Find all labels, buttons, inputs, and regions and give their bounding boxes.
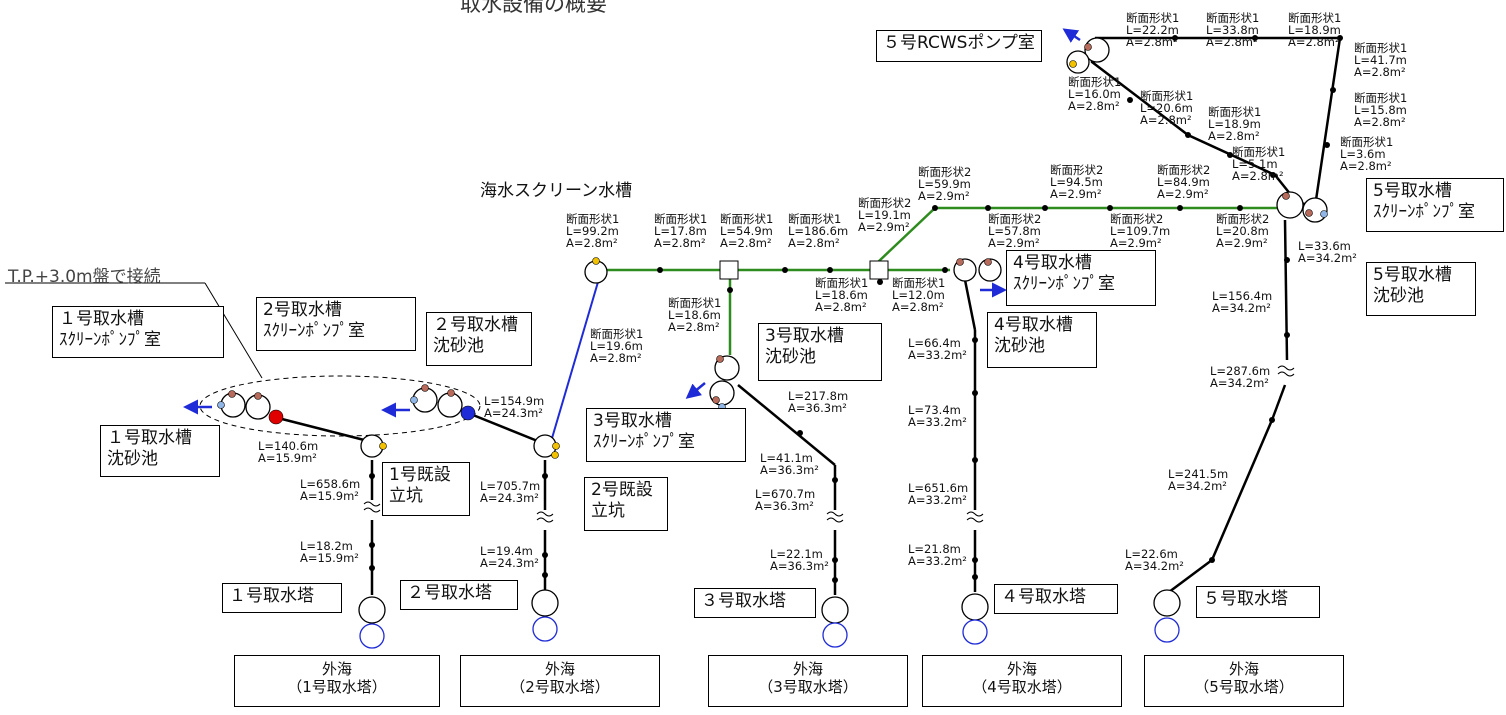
- pipe-label-sw-2: 断面形状1 L=17.8m A=2.8m²: [654, 212, 708, 250]
- tp-connection-ellipse: [199, 375, 481, 437]
- unit5-pipeline: [1164, 219, 1289, 597]
- unit1-intake-tower: １号取水塔: [222, 583, 342, 613]
- colored-nodes: [217, 43, 1328, 459]
- pipe-label-rc-3: 断面形状1 L=18.9m A=2.8m²: [1288, 11, 1342, 49]
- seawater-screen-label: 海水スクリーン水槽: [480, 181, 633, 201]
- pipe-label-u3-a: L=217.8m A=36.3m²: [788, 389, 849, 415]
- pipe-label-u1-c: L=18.2m A=15.9m²: [300, 539, 359, 565]
- unit2-pipeline: [467, 411, 547, 590]
- pipe-label-sw-3: 断面形状1 L=54.9m A=2.8m²: [720, 212, 774, 250]
- unit3-sand-basin: 3号取水槽 沈砂池: [758, 323, 882, 381]
- ocean-unit3: 外海 （3号取水塔）: [708, 655, 908, 707]
- pipe-label-sw-6: 断面形状1 L=18.6m A=2.8m²: [815, 276, 869, 314]
- pipe-label-sw-5: 断面形状1 L=18.6m A=2.8m²: [668, 296, 722, 334]
- flow-arrows: [183, 28, 1081, 418]
- unit4-screen-pump-room: 4号取水槽 ｽｸﾘｰﾝﾎﾟﾝﾌﾟ室: [1006, 250, 1156, 306]
- unit3-screen-pump-room: 3号取水槽 ｽｸﾘｰﾝﾎﾟﾝﾌﾟ室: [586, 408, 746, 462]
- pipe-label-u5-e: L=22.6m A=34.2m²: [1125, 547, 1184, 573]
- break-marks: [363, 365, 1295, 523]
- pipe-label-sw-14: 断面形状2 L=20.8m A=2.9m²: [1216, 212, 1270, 250]
- pipe-label-sw-12: 断面形状2 L=109.7m A=2.9m²: [1110, 212, 1171, 250]
- pipe-label-blue-1: 断面形状1 L=19.6m A=2.8m²: [590, 327, 644, 365]
- pipe-label-rc-8: 断面形状1 L=20.6m A=2.8m²: [1140, 89, 1194, 127]
- pipe-label-rc-1: 断面形状1 L=22.2m A=2.8m²: [1126, 11, 1180, 49]
- pipe-label-u5-a: L=33.6m A=34.2m²: [1298, 239, 1357, 265]
- unit2-sand-basin: ２号取水槽 沈砂池: [426, 312, 532, 366]
- page-title: 取水設備の概要: [460, 0, 607, 16]
- pipe-label-sw-9: 断面形状2 L=59.9m A=2.9m²: [918, 165, 972, 203]
- pipe-label-rc-9: 断面形状1 L=18.9m A=2.8m²: [1208, 105, 1262, 143]
- pipe-label-u2-c: L=19.4m A=24.3m²: [480, 544, 539, 570]
- pipe-label-sw-13: 断面形状2 L=84.9m A=2.9m²: [1157, 163, 1211, 201]
- pipe-label-u5-b: L=156.4m A=34.2m²: [1212, 289, 1273, 315]
- unit1-pipeline: [277, 416, 374, 595]
- pipe-label-rc-6: 断面形状1 L=3.6m A=2.8m²: [1340, 135, 1394, 173]
- pipe-label-u3-b: L=41.1m A=36.3m²: [760, 451, 819, 477]
- pipe-label-u3-c: L=670.7m A=36.3m²: [755, 487, 816, 513]
- pipe-label-u1-b: L=658.6m A=15.9m²: [300, 477, 361, 503]
- junction-box: [869, 260, 889, 280]
- unit4-intake-tower: ４号取水塔: [994, 584, 1118, 614]
- pipe-label-u1-a: L=140.6m A=15.9m²: [258, 439, 319, 465]
- pipe-label-u4-d: L=21.8m A=33.2m²: [908, 542, 967, 568]
- ocean-unit1: 外海 （1号取水塔）: [234, 655, 440, 707]
- pipe-label-sw-7: 断面形状1 L=12.0m A=2.8m²: [892, 276, 946, 314]
- pipe-label-rc-4: 断面形状1 L=41.7m A=2.8m²: [1354, 41, 1408, 79]
- unit2-existing-shaft: 2号既設 立坑: [584, 477, 668, 531]
- pipe-label-sw-11: 断面形状2 L=94.5m A=2.9m²: [1050, 163, 1104, 201]
- pipe-label-u3-d: L=22.1m A=36.3m²: [770, 547, 829, 573]
- pipe-label-rc-7: 断面形状1 L=16.0m A=2.8m²: [1068, 75, 1122, 113]
- unit2-intake-tower: ２号取水塔: [400, 580, 518, 610]
- pipe-label-rc-2: 断面形状1 L=33.8m A=2.8m²: [1206, 11, 1260, 49]
- tp-note-leader: [204, 282, 263, 379]
- pipe-label-sw-1: 断面形状1 L=99.2m A=2.8m²: [566, 212, 620, 250]
- unit1-screen-pump-room: １号取水槽 ｽｸﾘｰﾝﾎﾟﾝﾌﾟ室: [52, 306, 224, 358]
- pipe-label-u4-c: L=651.6m A=33.2m²: [908, 481, 969, 507]
- pipe-label-u2-b: L=705.7m A=24.3m²: [480, 479, 541, 505]
- unit5-rcws-pump-room: ５号RCWSポンプ室: [876, 30, 1042, 62]
- pipe-label-u4-a: L=66.4m A=33.2m²: [908, 336, 967, 362]
- unit1-existing-shaft: 1号既設 立坑: [382, 462, 470, 516]
- pipe-label-u4-b: L=73.4m A=33.2m²: [908, 403, 967, 429]
- unit3-intake-tower: ３号取水塔: [694, 588, 816, 618]
- unit5-sand-basin: 5号取水槽 沈砂池: [1366, 262, 1476, 316]
- ocean-unit5: 外海 （5号取水塔）: [1144, 655, 1344, 707]
- pipe-label-u5-d: L=241.5m A=34.2m²: [1168, 467, 1229, 493]
- pipe-label-sw-8: 断面形状2 L=19.1m A=2.9m²: [858, 196, 912, 234]
- ocean-unit4: 外海 （4号取水塔）: [922, 655, 1122, 707]
- pipe-label-sw-10: 断面形状2 L=57.8m A=2.9m²: [988, 212, 1042, 250]
- pipe-label-u2-a: L=154.9m A=24.3m²: [484, 394, 545, 420]
- unit5-screen-pump-room: 5号取水槽 ｽｸﾘｰﾝﾎﾟﾝﾌﾟ室: [1366, 178, 1504, 232]
- unit2-screen-pump-room: 2号取水槽 ｽｸﾘｰﾝﾎﾟﾝﾌﾟ室: [256, 297, 416, 351]
- ocean-unit2: 外海 （2号取水塔）: [460, 655, 660, 707]
- pipe-label-u5-c: L=287.6m A=34.2m²: [1210, 364, 1271, 390]
- pipe-nodes: [369, 35, 1343, 583]
- pipe-label-sw-4: 断面形状1 L=186.6m A=2.8m²: [788, 212, 849, 250]
- unit5-intake-tower: ５号取水塔: [1196, 586, 1320, 618]
- unit4-sand-basin: 4号取水槽 沈砂池: [987, 312, 1097, 368]
- junction-box: [719, 260, 739, 280]
- pipe-label-rc-5: 断面形状1 L=15.8m A=2.8m²: [1354, 91, 1408, 129]
- unit2-branch-pipe: [549, 281, 599, 446]
- unit1-sand-basin: １号取水槽 沈砂池: [100, 425, 220, 477]
- tp-connection-note: T.P.+3.0m盤で接続: [8, 267, 161, 287]
- pipe-label-sw-15: 断面形状1 L=5.1m A=2.8m²: [1232, 145, 1286, 183]
